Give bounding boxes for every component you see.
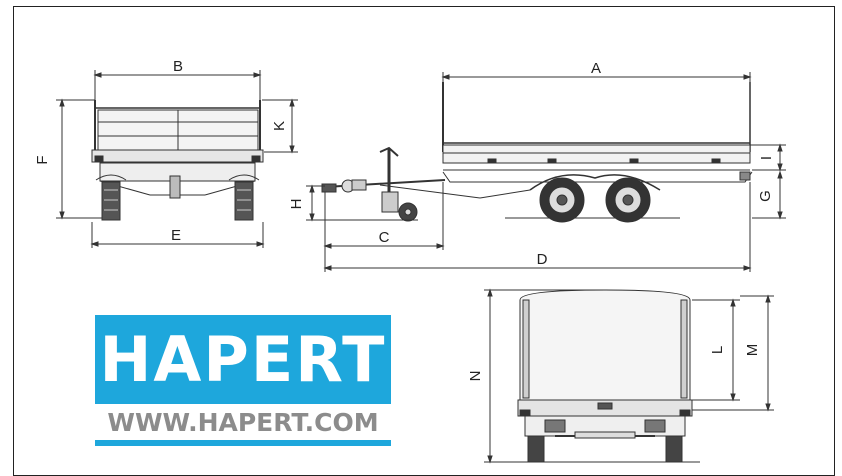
label-l: L <box>709 346 726 354</box>
label-i: I <box>758 156 775 160</box>
label-k: K <box>271 121 288 131</box>
dimension-c <box>323 182 445 250</box>
logo-url-box <box>95 408 391 446</box>
logo-url: WWW.HAPERT.COM <box>107 408 379 437</box>
label-e: E <box>171 227 181 244</box>
front-view <box>91 100 264 221</box>
label-b: B <box>173 58 183 75</box>
logo-top-line <box>95 312 391 315</box>
dimension-m <box>692 294 774 412</box>
dimension-g <box>752 170 786 220</box>
dimension-l <box>692 298 740 402</box>
logo-brand-box <box>95 312 391 404</box>
side-view <box>321 82 753 223</box>
label-c: C <box>379 229 390 246</box>
hapert-logo: HAPERT WWW.HAPERT.COM <box>95 312 391 446</box>
dimension-n <box>484 288 605 464</box>
dimension-b <box>93 70 262 100</box>
dimension-k <box>262 98 298 154</box>
label-a: A <box>591 60 601 77</box>
dimension-d <box>323 182 752 272</box>
logo-brand-name: HAPERT <box>99 323 387 396</box>
label-d: D <box>537 251 548 268</box>
label-n: N <box>467 371 484 382</box>
label-m: M <box>744 344 761 357</box>
logo-url-rule <box>95 440 391 446</box>
dimension-f <box>56 98 102 220</box>
rear-view <box>505 289 700 463</box>
label-g: G <box>757 190 774 202</box>
dimension-e <box>90 222 265 248</box>
label-f: F <box>34 155 51 164</box>
dimension-h <box>306 184 418 222</box>
dimension-a <box>441 72 752 82</box>
label-h: H <box>288 199 305 210</box>
dimension-i <box>750 143 786 172</box>
